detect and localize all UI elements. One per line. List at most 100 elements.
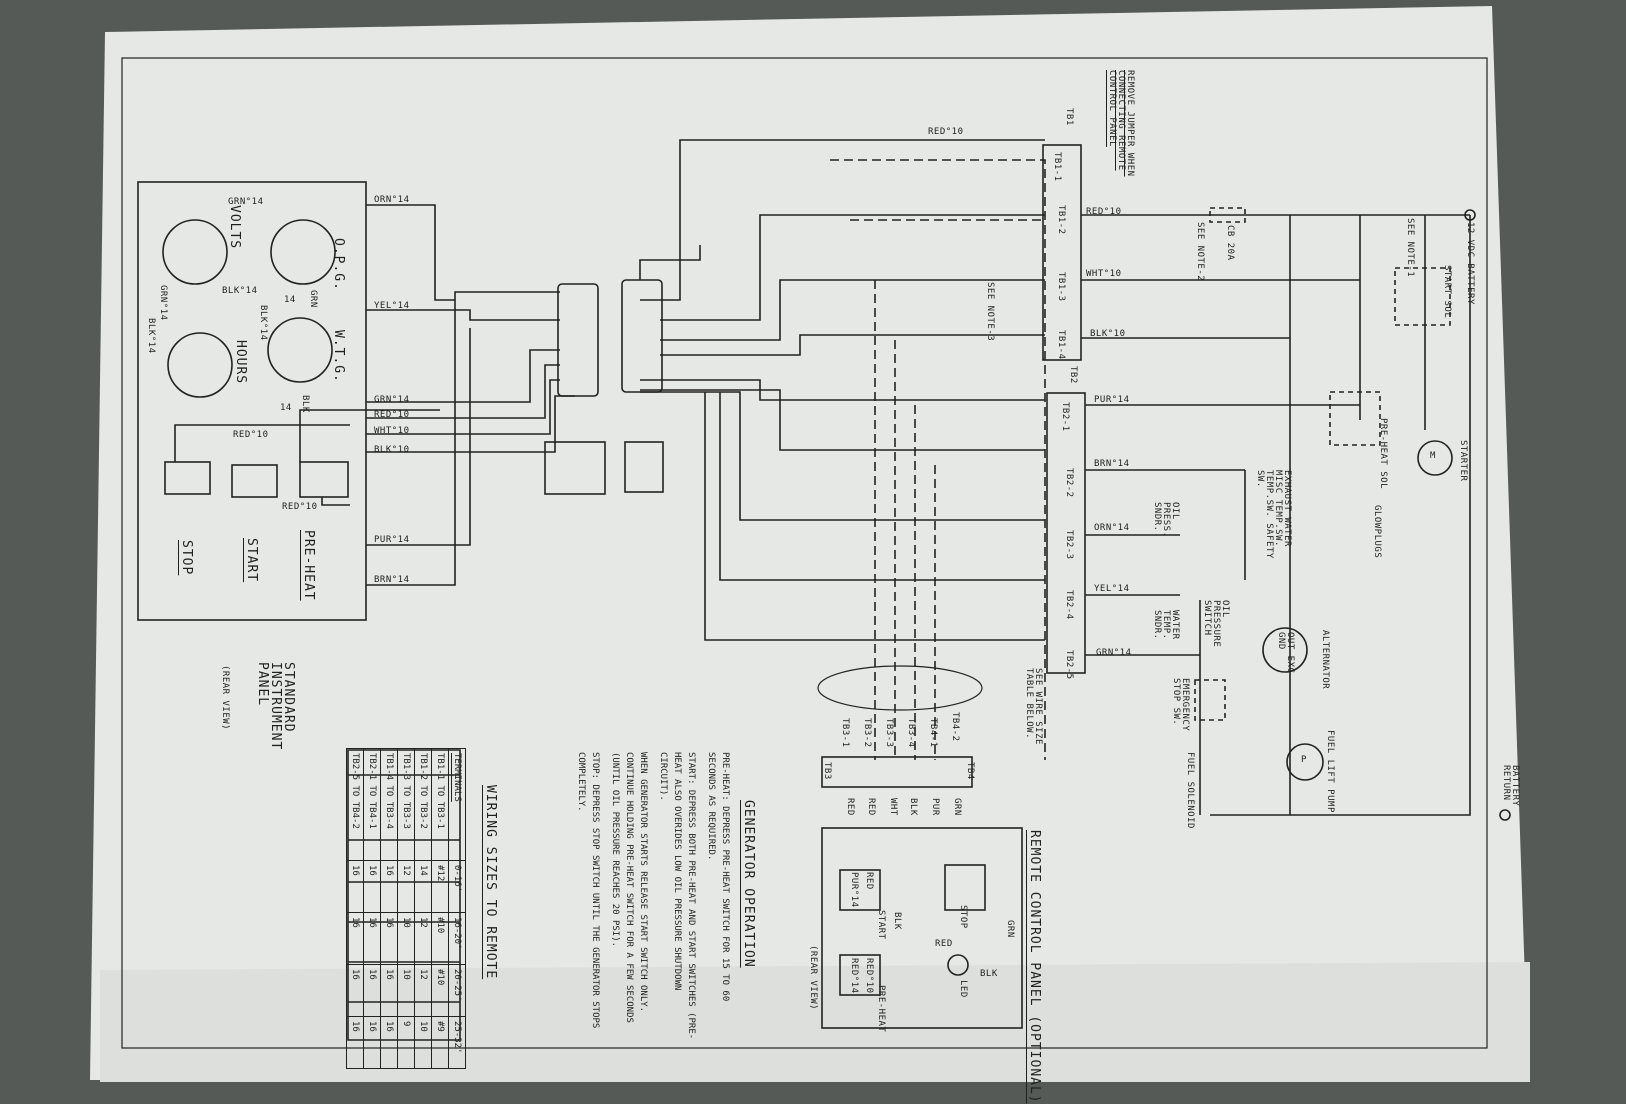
wire-label: BLK°10: [1090, 329, 1126, 339]
tb1-terminal: TB1-2: [1056, 205, 1066, 235]
cell: 12: [397, 860, 415, 913]
switch-preheat-label: PRE-HEAT: [301, 530, 316, 601]
tb1-label: TB1: [1064, 108, 1074, 126]
remote-start-label: START: [876, 910, 886, 940]
remote-preheat-label: PRE-HEAT: [876, 985, 886, 1033]
tb1-terminal: TB1-1: [1052, 152, 1062, 182]
battery-return-label: BATTERY RETURN: [1501, 765, 1520, 807]
cell: #12: [431, 860, 449, 913]
gauge-volts-label: VOLTS: [227, 205, 242, 250]
cell: 14: [414, 860, 432, 913]
remote-wire-color: GRN: [952, 798, 962, 816]
battery-positive: [1464, 209, 1476, 221]
cell: #10: [431, 912, 449, 965]
wtg-gauge: [267, 317, 333, 383]
cell: 10: [397, 912, 415, 965]
cell: 16: [363, 964, 381, 1017]
remote-terminal: TB3-2: [862, 718, 872, 748]
remote-wire-label: RED: [935, 939, 953, 949]
temp-switches-label: EXHAUST WATER MISC TEMP.SW. TEMP.SW. SAF…: [1255, 470, 1292, 559]
tb2-terminal: TB2-3: [1064, 530, 1074, 560]
cell: TB1-1 TO TB3-1: [431, 748, 449, 861]
wire-label: PUR°14: [1094, 395, 1130, 405]
wire-label: RED°10: [374, 410, 410, 420]
wire-label: BRN°14: [374, 575, 410, 585]
wire-label: GRN: [308, 290, 318, 308]
wire-label: RED°10: [282, 502, 318, 512]
remote-wire-color: WHT: [888, 798, 898, 816]
header-cell: 25-32': [448, 1016, 466, 1069]
table-row: TB1-1 TO TB3-1#12#10#10#9: [431, 748, 449, 1069]
remote-terminal: TB4-2: [950, 712, 960, 742]
cell: 16: [346, 1016, 364, 1069]
see-note-1: SEE NOTE-1: [1405, 218, 1415, 278]
remote-wire-label: RED°14: [849, 958, 859, 994]
start-switch-outline: [231, 464, 278, 498]
connector-right: [621, 279, 663, 393]
cell: 12: [414, 912, 432, 965]
preheat-solenoid-label: PRE-HEAT SOL: [1378, 418, 1388, 490]
wire-label: GRN°14: [1096, 648, 1132, 658]
panel-title: STANDARD INSTRUMENT PANEL: [255, 662, 296, 751]
wire-label: BLK°14: [222, 286, 258, 296]
wire-label: WHT°10: [374, 426, 410, 436]
gauge-wtg-label: W.T.G.: [331, 330, 346, 383]
operation-step: START: DEPRESS BOTH PRE-HEAT AND START S…: [658, 752, 696, 1040]
wire-label: BLK: [300, 395, 310, 413]
wire-label: RED°10: [928, 127, 964, 137]
battery-return-terminal: [1499, 809, 1511, 821]
alternator-terminals: OUT EXC GND: [1276, 632, 1295, 674]
tb2-terminal: TB2-1: [1060, 402, 1070, 432]
cell: #10: [431, 964, 449, 1017]
cell: TB1-4 TO TB3-4: [380, 748, 398, 861]
tb1-terminal: TB1-3: [1056, 272, 1066, 302]
wire-label: ORN°14: [1094, 523, 1130, 533]
plug-left: [544, 441, 606, 495]
glowplugs-label: GLOWPLUGS: [1372, 505, 1382, 559]
tb1-terminal: TB1-4: [1056, 330, 1066, 360]
remote-terminal: TB3-1: [840, 718, 850, 748]
oil-sender-label: OIL PRESS. SNDR.: [1152, 502, 1180, 538]
operation-step: PRE-HEAT: DEPRESS PRE-HEAT SWITCH FOR 15…: [706, 752, 730, 1002]
starter-motor: [1417, 440, 1453, 476]
volts-gauge: [162, 219, 228, 285]
remote-terminal-blocks: [821, 756, 973, 788]
remote-wire-color: BLK: [908, 798, 918, 816]
oil-switch-label: OIL PRESSURE SWITCH: [1202, 600, 1230, 648]
remote-wire-color: PUR: [930, 798, 940, 816]
operation-step: STOP: DEPRESS STOP SWITCH UNTIL THE GENE…: [576, 752, 600, 1029]
pump-symbol: P: [1301, 755, 1307, 765]
switch-stop-label: STOP: [179, 540, 194, 576]
jumper-note: REMOVE JUMPER WHEN CONNECTING REMOTE CON…: [1107, 70, 1135, 177]
sheet-fold: [100, 962, 1530, 1082]
remote-panel-title: REMOTE CONTROL PANEL (OPTIONAL): [1027, 830, 1042, 1104]
connector-left: [557, 283, 599, 397]
tb3-label: TB3: [822, 762, 832, 780]
gauge-hours-label: HOURS: [233, 340, 248, 385]
instrument-panel-outline: [137, 181, 367, 621]
header-cell: TERMINALS: [448, 748, 466, 861]
fuel-pump-label: FUEL LIFT PUMP: [1325, 730, 1335, 813]
operation-title: GENERATOR OPERATION: [741, 800, 756, 968]
header-cell: 16-20': [448, 912, 466, 965]
wire-label: YEL°14: [1094, 584, 1130, 594]
start-solenoid-label: START SOL: [1442, 265, 1452, 319]
water-sender-label: WATER TEMP. SNDR.: [1152, 610, 1180, 640]
cell: TB2-5 TO TB4-2: [346, 748, 364, 861]
cell: TB2-1 TO TB4-1: [363, 748, 381, 861]
cell: 16: [346, 912, 364, 965]
header-cell: 20-25': [448, 964, 466, 1017]
tb2-block: [1046, 392, 1086, 674]
remote-wire-color: RED: [866, 798, 876, 816]
wire-label: BRN°14: [1094, 459, 1130, 469]
header-cell: 0-16': [448, 860, 466, 913]
wire-label: 14: [284, 295, 296, 305]
wire-label: BLK°14: [258, 305, 268, 341]
wire-label: ORN°14: [374, 195, 410, 205]
cell: 10: [414, 1016, 432, 1069]
see-note-3: SEE NOTE-3: [985, 282, 995, 342]
remote-rear-view: (REAR VIEW): [808, 945, 818, 1011]
